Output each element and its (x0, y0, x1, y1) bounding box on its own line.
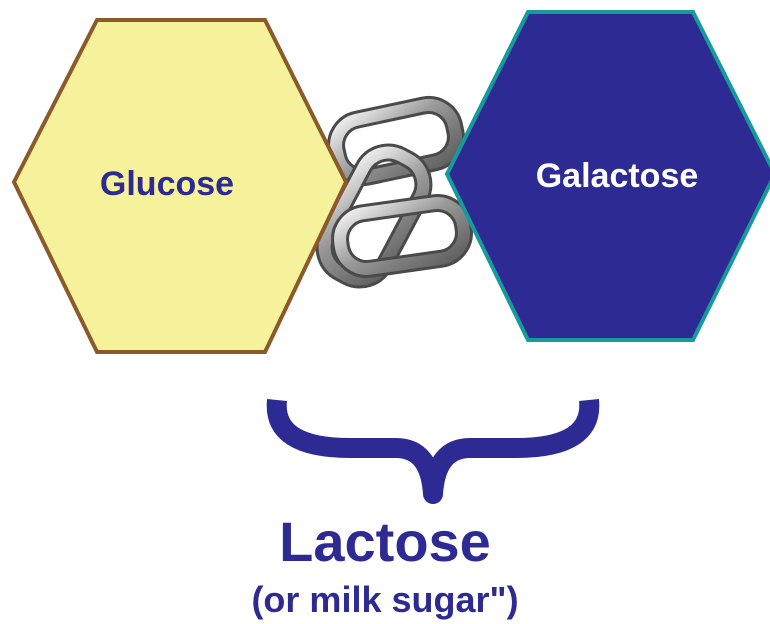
chain-link-icon (315, 95, 473, 289)
curly-brace (266, 398, 600, 504)
lactose-title: Lactose (279, 510, 491, 573)
glucose-label: Glucose (100, 165, 234, 203)
galactose-label: Galactose (536, 157, 699, 195)
galactose-hexagon (444, 10, 770, 342)
lactose-subtitle: (or milk sugar") (251, 579, 519, 620)
glucose-hexagon (11, 18, 349, 354)
